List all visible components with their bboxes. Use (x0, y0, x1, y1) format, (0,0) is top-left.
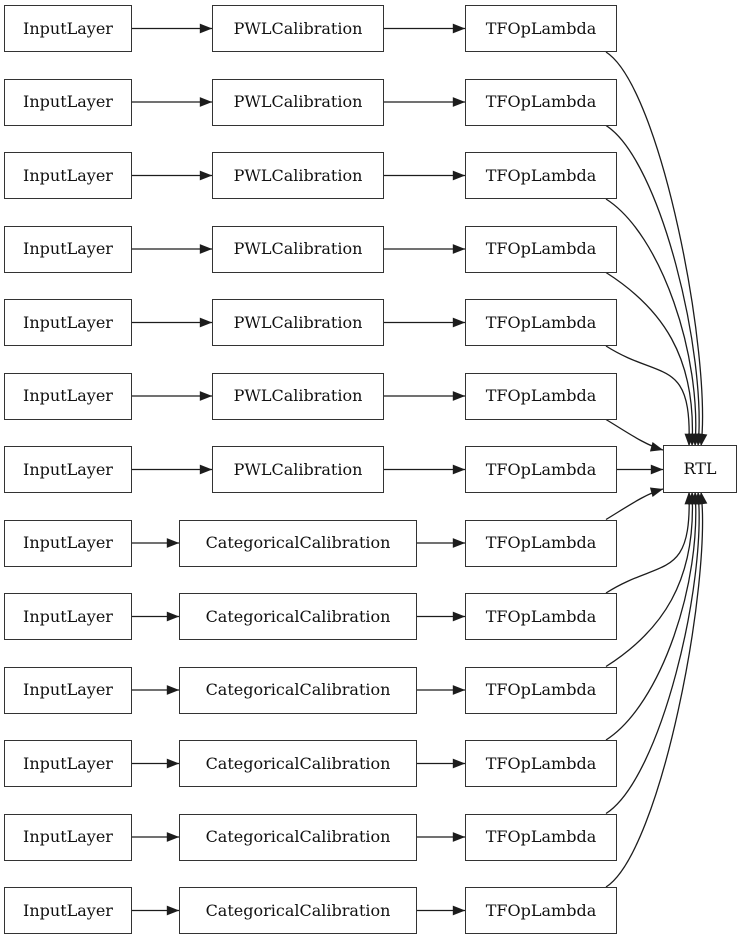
node-tfop-lambda: TFOpLambda (465, 372, 617, 420)
node-input-layer: InputLayer (4, 887, 132, 934)
node-categorical-calibration: CategoricalCalibration (179, 813, 417, 861)
edge-lambda-to-rtl (605, 491, 695, 594)
node-tfop-lambda: TFOpLambda (465, 299, 617, 346)
node-categorical-calibration: CategoricalCalibration (179, 519, 417, 567)
node-tfop-lambda: TFOpLambda (465, 813, 617, 861)
edge-lambda-to-rtl (605, 491, 701, 741)
edge-lambda-to-rtl (605, 271, 698, 447)
node-tfop-lambda: TFOpLambda (465, 519, 617, 567)
edge-lambda-to-rtl (605, 491, 705, 815)
node-tfop-lambda: TFOpLambda (465, 666, 617, 714)
node-pwl-calibration: PWLCalibration (212, 5, 384, 52)
node-input-layer: InputLayer (4, 78, 132, 126)
node-input-layer: InputLayer (4, 593, 132, 640)
edge-lambda-to-rtl (605, 51, 708, 447)
node-input-layer: InputLayer (4, 299, 132, 346)
edge-lambda-to-rtl (605, 124, 705, 447)
node-tfop-lambda: TFOpLambda (465, 225, 617, 273)
node-tfop-lambda: TFOpLambda (465, 152, 617, 199)
edge-lambda-to-rtl (605, 487, 664, 521)
node-categorical-calibration: CategoricalCalibration (179, 666, 417, 714)
node-input-layer: InputLayer (4, 666, 132, 714)
edge-lambda-to-rtl (605, 198, 701, 447)
node-input-layer: InputLayer (4, 5, 132, 52)
node-input-layer: InputLayer (4, 152, 132, 199)
node-pwl-calibration: PWLCalibration (212, 372, 384, 420)
node-input-layer: InputLayer (4, 519, 132, 567)
node-input-layer: InputLayer (4, 225, 132, 273)
node-categorical-calibration: CategoricalCalibration (179, 887, 417, 934)
edge-lambda-to-rtl (605, 345, 695, 447)
node-tfop-lambda: TFOpLambda (465, 593, 617, 640)
node-categorical-calibration: CategoricalCalibration (179, 740, 417, 787)
node-tfop-lambda: TFOpLambda (465, 78, 617, 126)
node-pwl-calibration: PWLCalibration (212, 446, 384, 493)
node-categorical-calibration: CategoricalCalibration (179, 593, 417, 640)
node-tfop-lambda: TFOpLambda (465, 5, 617, 52)
node-tfop-lambda: TFOpLambda (465, 887, 617, 934)
edge-lambda-to-rtl (605, 418, 664, 452)
node-input-layer: InputLayer (4, 446, 132, 493)
node-pwl-calibration: PWLCalibration (212, 225, 384, 273)
node-pwl-calibration: PWLCalibration (212, 299, 384, 346)
node-rtl: RTL (663, 445, 737, 493)
node-tfop-lambda: TFOpLambda (465, 446, 617, 493)
node-pwl-calibration: PWLCalibration (212, 78, 384, 126)
node-pwl-calibration: PWLCalibration (212, 152, 384, 199)
node-input-layer: InputLayer (4, 740, 132, 787)
node-tfop-lambda: TFOpLambda (465, 740, 617, 787)
node-input-layer: InputLayer (4, 813, 132, 861)
node-input-layer: InputLayer (4, 372, 132, 420)
edge-lambda-to-rtl (605, 491, 708, 888)
edge-lambda-to-rtl (605, 491, 698, 668)
